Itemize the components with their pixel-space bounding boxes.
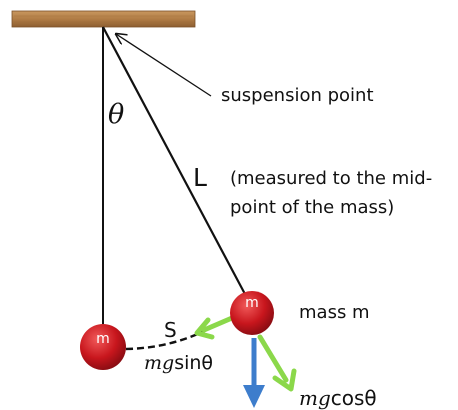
mass-swung: [230, 291, 274, 335]
mg-cos-prefix: mg: [299, 386, 331, 410]
mg-sin-theta-arrow: [194, 315, 235, 340]
suspension-point-label: suspension point: [221, 85, 374, 106]
mg-cos-theta-arrow: [257, 334, 297, 392]
mg-sin-suffix: sinθ: [174, 352, 213, 374]
measured-note-line1: (measured to the mid-: [230, 168, 432, 189]
mg-cos-theta-label: mgcosθ: [299, 386, 377, 410]
pendulum-string: [102, 26, 247, 297]
mass-at-rest-letter: m: [96, 331, 110, 347]
ceiling-support: [11, 10, 196, 28]
mass-at-rest: [80, 324, 126, 370]
mg-sin-theta-label: mgsinθ: [144, 352, 213, 374]
arc-path-dashed: [125, 323, 217, 351]
suspension-pointer-arrow: [116, 34, 212, 97]
mass-swung-letter: m: [245, 295, 259, 311]
mg-cos-suffix: cosθ: [331, 386, 377, 410]
theta-label: θ: [108, 99, 124, 130]
mass-m-label: mass m: [299, 302, 370, 323]
mg-sin-prefix: mg: [144, 352, 174, 374]
gravity-arrow: [243, 338, 265, 408]
arc-s-label: S: [164, 318, 177, 342]
measured-note-line2: point of the mass): [230, 197, 394, 218]
length-label: L: [193, 163, 207, 192]
